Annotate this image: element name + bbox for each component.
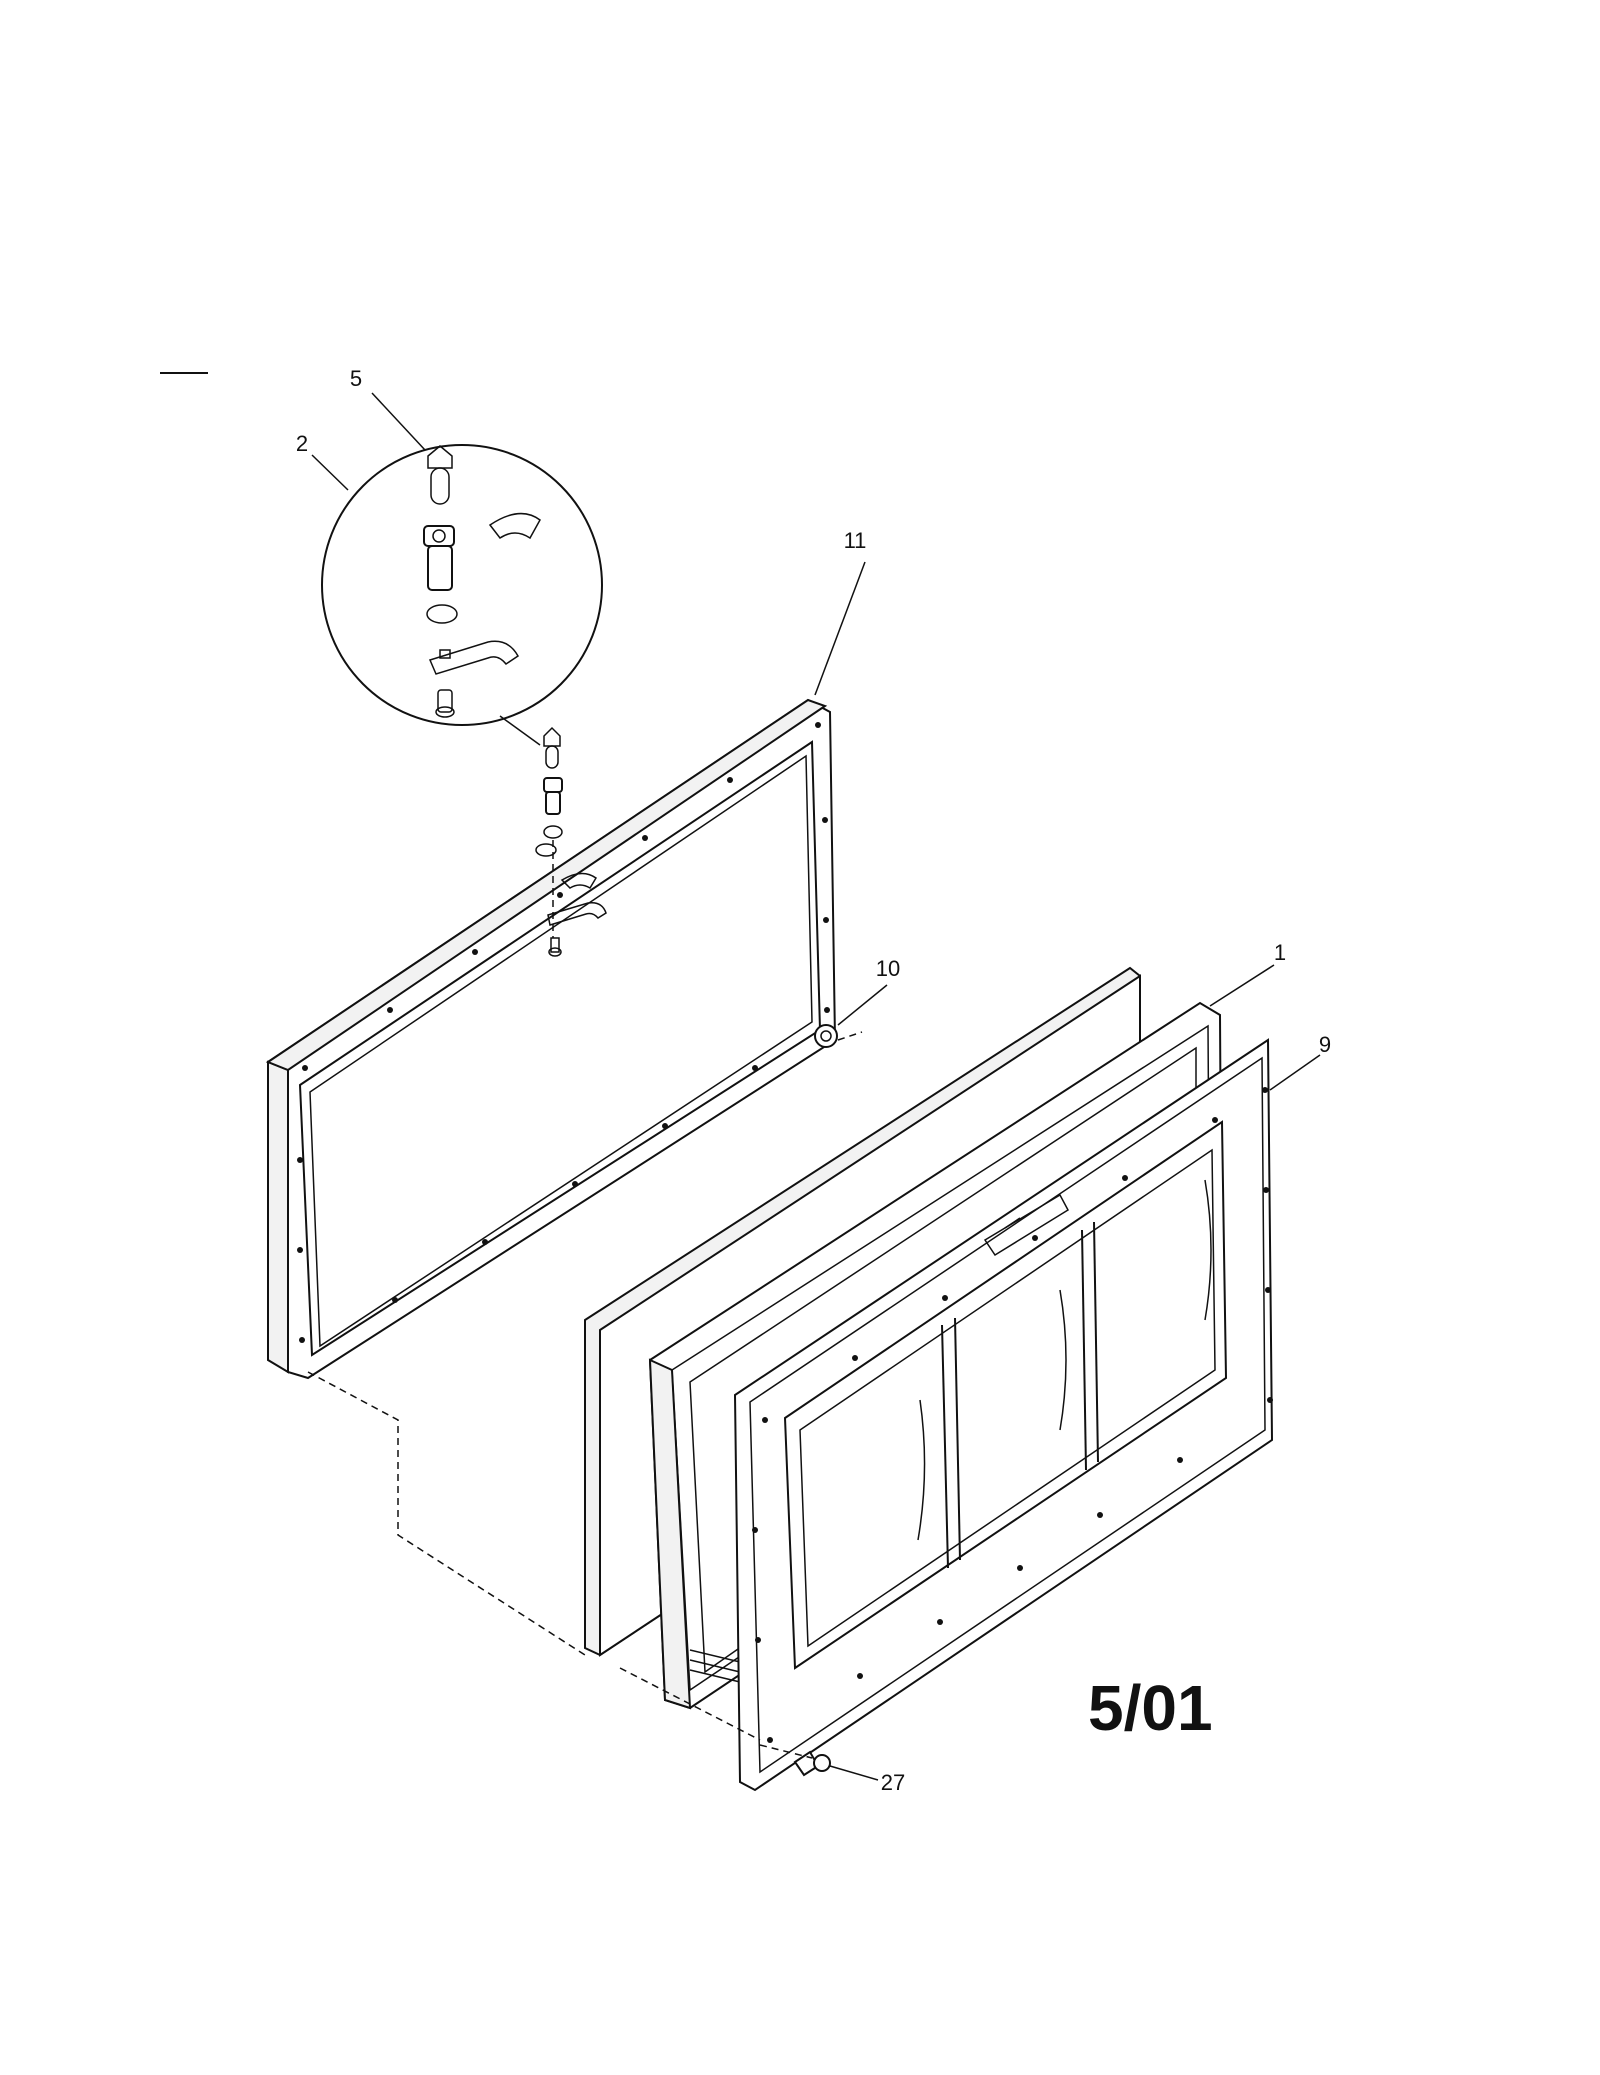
callout-10: 10	[876, 956, 900, 981]
door-front-part-9	[733, 1038, 1274, 1792]
callout-1: 1	[1274, 940, 1286, 965]
callout-9: 9	[1319, 1032, 1331, 1057]
callout-5: 5	[350, 366, 362, 391]
door-liner-frame-part-11	[265, 698, 837, 1380]
lock-detail-circle	[321, 444, 603, 726]
lock-parts-exploded	[543, 726, 607, 957]
callout-2: 2	[296, 431, 308, 456]
assembly-guides	[307, 1371, 813, 1759]
date-stamp: 5/01	[1088, 1672, 1213, 1744]
plug-dashed-guide	[837, 1031, 863, 1041]
callout-11: 11	[844, 528, 867, 553]
detail-leader	[499, 715, 541, 746]
screw-part-27	[793, 1750, 831, 1777]
door-front-holes	[752, 1087, 1273, 1743]
callout-27: 27	[881, 1770, 905, 1795]
frame-holes	[297, 722, 830, 1343]
plug-part-10	[814, 1024, 838, 1048]
lock-assembly-detail	[423, 445, 541, 718]
lock-hole	[535, 843, 557, 857]
callout-leaders	[311, 392, 1321, 1781]
